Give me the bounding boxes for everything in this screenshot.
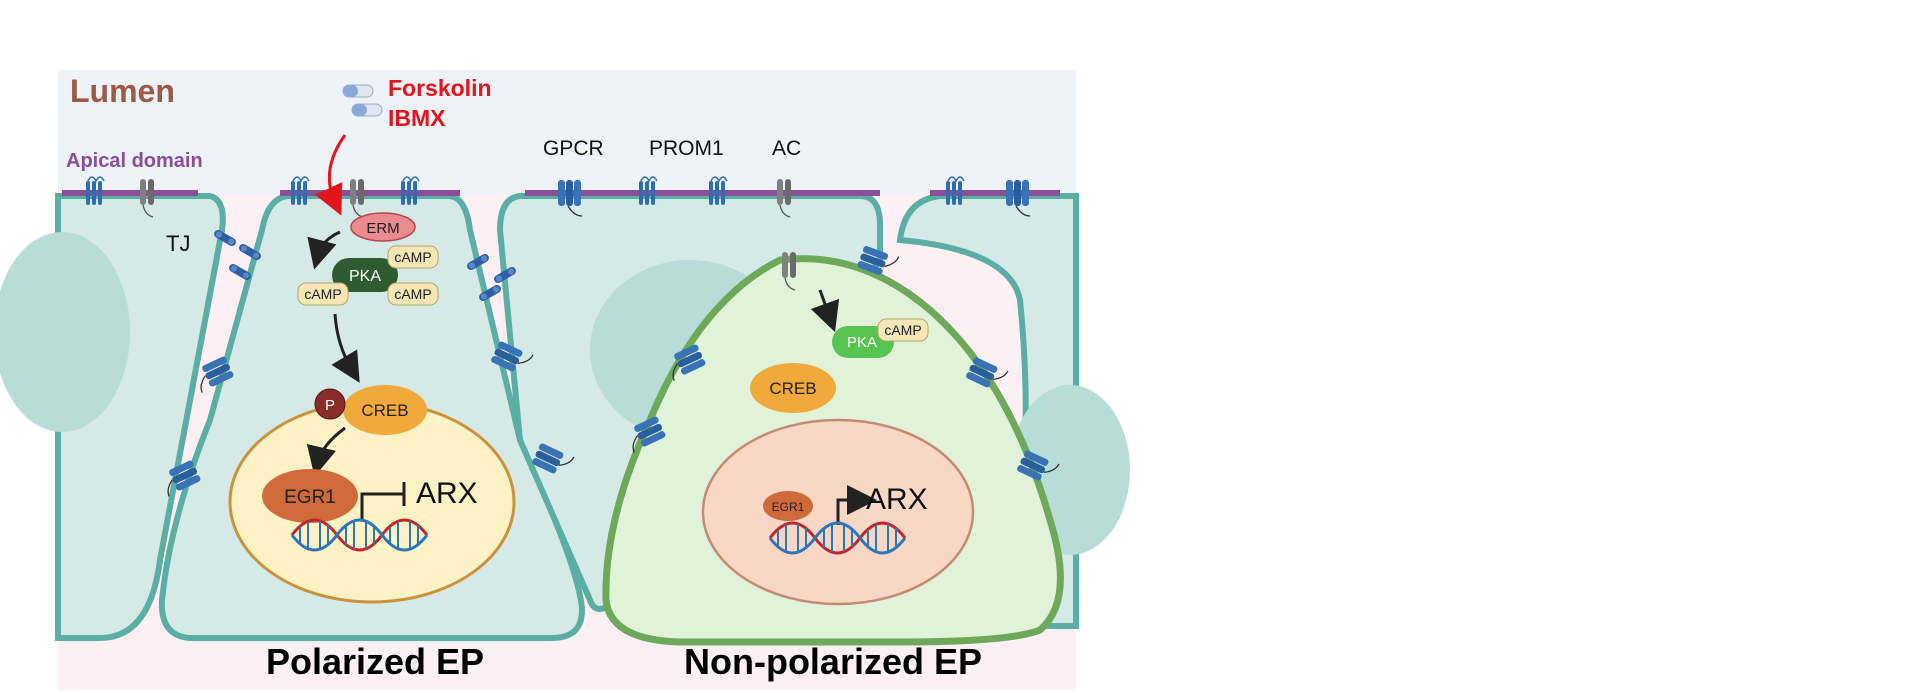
polarized-title: Polarized EP [266,641,484,682]
lumen-label: Lumen [70,73,175,109]
camp-node-1 [387,245,439,269]
pka-to-creb-arrow [331,313,360,383]
drug-arrow [315,134,347,216]
camp-label-2: cAMP [304,286,341,302]
camp-node-2 [297,282,349,306]
inhibition-symbol [360,482,406,520]
erm-to-pka-arrow [307,230,341,270]
arx-label-nonpolarized: ARX [866,483,928,516]
apical-domain-label: Apical domain [66,150,203,172]
creb-to-egr1-arrow [306,426,346,477]
camp-node-3 [387,282,439,306]
np-camp-label: cAMP [884,322,921,338]
lumen-background [58,70,1076,195]
tj-label: TJ [166,231,190,256]
np-egr1-label: EGR1 [772,500,805,514]
camp-label-1: cAMP [394,249,431,265]
phospho-label: P [325,397,335,414]
ibmx-label: IBMX [388,105,446,131]
activation-symbol [836,485,877,525]
creb-node [343,385,427,435]
np-camp-node [877,318,929,342]
arx-label-polarized: ARX [416,477,478,510]
pka-label: PKA [349,268,381,285]
pill-icon [342,84,383,117]
np-pka-label: PKA [847,334,877,351]
erm-node [350,212,416,242]
ac-label: AC [772,137,801,160]
nucleus-left-partial [0,232,130,432]
gpcr-label: GPCR [543,137,604,160]
egr1-node [262,469,358,523]
erm-label: ERM [366,220,399,237]
np-creb-node [750,363,836,413]
prom1-label: PROM1 [649,137,724,160]
np-egr1-node [763,491,813,521]
pka-node [332,258,398,292]
forskolin-label: Forskolin [388,75,492,101]
nonpolarized-title: Non-polarized EP [684,641,982,682]
creb-label: CREB [361,401,408,420]
camp-label-3: cAMP [394,286,431,302]
phospho-node [314,388,346,420]
np-arrow-to-pka [810,289,840,333]
np-creb-label: CREB [769,379,816,398]
egr1-label: EGR1 [284,487,336,508]
